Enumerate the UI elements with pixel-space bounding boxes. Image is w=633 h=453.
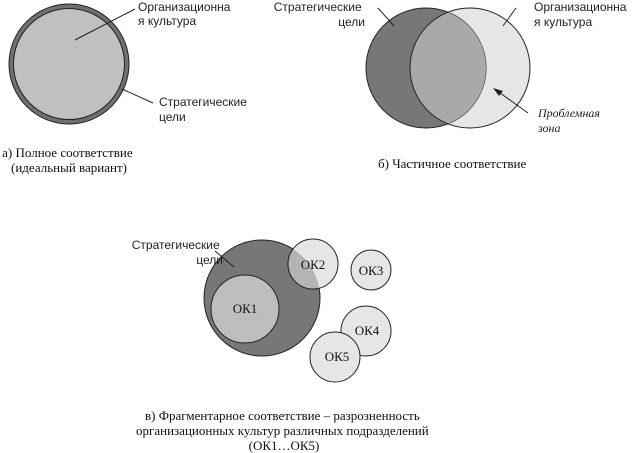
org-culture-circle [13,8,125,120]
panel-a: Организационна я культура Стратегические… [2,0,250,175]
panel-c-caption: в) Фрагментарное соответствие – разрозне… [136,408,432,453]
ok2-label: ОК2 [301,257,326,272]
ok3-label: ОК3 [359,263,384,278]
problem-zone-label: Проблемная зона [537,106,603,135]
ok5-circle [309,331,361,383]
panel-a-caption: а) Полное соответствие (идеальный вариан… [2,145,136,175]
org-culture-pointer [74,8,136,41]
panel-c: Стратегические цели ОК1 ОК2 ОК3 ОК4 ОК5 … [132,238,432,453]
strategic-goals-label: Стратегические цели [159,95,250,124]
strategic-goals-pointer [121,88,154,104]
strategic-goals-label-c: Стратегические цели [132,238,223,267]
ok4-label: ОК4 [355,323,380,338]
strategic-goals-pointer-b [377,7,395,27]
org-culture-label-b: Организационна я культура [534,0,630,29]
ok5-label: ОК5 [325,349,350,364]
problem-zone-arrowhead [493,88,503,96]
org-culture-pointer-b [502,7,517,27]
overlap-zone [410,8,486,128]
org-culture-outline-b [409,8,486,128]
panel-b-caption: б) Частичное соответствие [378,156,526,171]
ok3-circle [350,249,392,291]
strategic-goals-label-b: Стратегические цели [274,0,365,29]
strategic-goals-pointer-c [214,250,235,268]
ok1-label: ОК1 [233,301,258,316]
problem-zone-arrow [495,89,529,114]
ok1-circle [210,274,280,344]
panel-b: Стратегические цели Организационна я кул… [274,0,630,171]
org-culture-label: Организационна я культура [138,0,234,28]
